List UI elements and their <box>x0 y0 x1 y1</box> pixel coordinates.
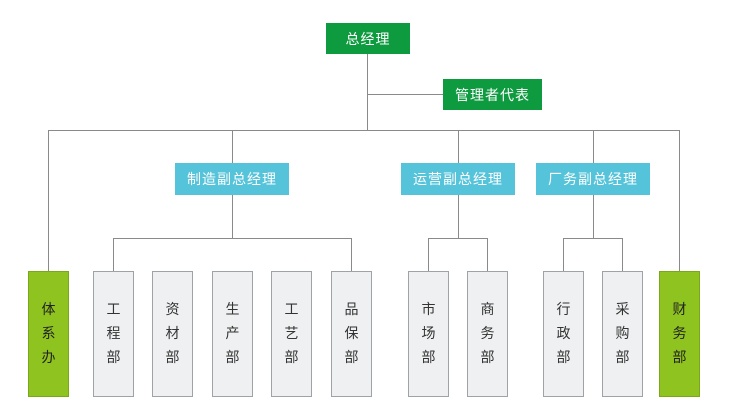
vp-box-plant-affairs: 厂务副总经理 <box>536 163 650 195</box>
dept-label: 采购部 <box>615 302 630 366</box>
connector-line <box>458 130 459 163</box>
connector-line <box>487 238 488 271</box>
dept-box-commerce: 商务部 <box>467 271 508 397</box>
connector-line <box>593 130 594 163</box>
connector-line <box>593 195 594 239</box>
dept-box-quality: 品保部 <box>331 271 372 397</box>
dept-box-admin: 行政部 <box>543 271 584 397</box>
connector-line <box>563 238 623 239</box>
dept-label: 财务部 <box>672 302 687 366</box>
dept-box-finance: 财务部 <box>659 271 700 397</box>
connector-line <box>679 130 680 271</box>
dept-label: 工程部 <box>106 302 121 366</box>
dept-label: 体系办 <box>41 302 56 366</box>
connector-line <box>563 238 564 271</box>
vp-box-operations: 运营副总经理 <box>401 163 515 195</box>
connector-line <box>351 238 352 271</box>
connector-line <box>113 238 352 239</box>
management-representative-box: 管理者代表 <box>443 79 542 110</box>
connector-line <box>622 238 623 271</box>
connector-line <box>48 130 680 131</box>
dept-label: 工艺部 <box>284 302 299 366</box>
connector-line <box>367 94 443 95</box>
connector-line <box>428 238 429 271</box>
vp-box-manufacturing: 制造副总经理 <box>175 163 289 195</box>
dept-label: 资材部 <box>165 302 180 366</box>
dept-label: 品保部 <box>344 302 359 366</box>
dept-label: 行政部 <box>556 302 571 366</box>
vp-label: 运营副总经理 <box>413 172 503 188</box>
connector-line <box>232 195 233 239</box>
vp-label: 制造副总经理 <box>187 172 277 188</box>
dept-box-system-office: 体系办 <box>28 271 69 397</box>
dept-box-process: 工艺部 <box>271 271 312 397</box>
dept-box-materials: 资材部 <box>152 271 193 397</box>
dept-label: 市场部 <box>421 302 436 366</box>
dept-label: 商务部 <box>480 302 495 366</box>
dept-box-production: 生产部 <box>212 271 253 397</box>
connector-line <box>428 238 488 239</box>
vp-label: 厂务副总经理 <box>548 172 638 188</box>
management-representative-label: 管理者代表 <box>455 87 530 104</box>
connector-line <box>232 130 233 163</box>
dept-box-market: 市场部 <box>408 271 449 397</box>
dept-label: 生产部 <box>225 302 240 366</box>
connector-line <box>458 195 459 239</box>
dept-box-engineering: 工程部 <box>93 271 134 397</box>
connector-line <box>367 54 368 130</box>
general-manager-box: 总经理 <box>326 23 410 54</box>
connector-line <box>113 238 114 271</box>
dept-box-purchasing: 采购部 <box>602 271 643 397</box>
general-manager-label: 总经理 <box>345 31 391 48</box>
connector-line <box>48 130 49 271</box>
